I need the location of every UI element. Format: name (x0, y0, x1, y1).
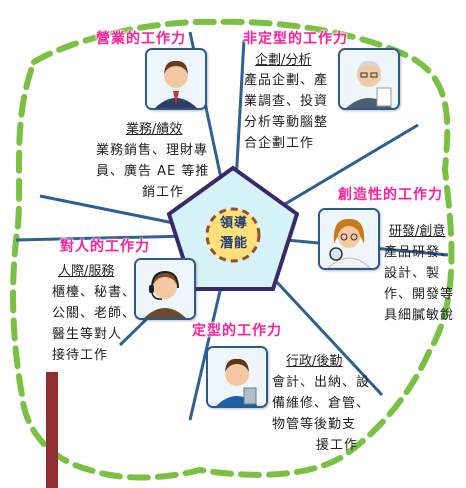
headset-operator-icon (134, 258, 196, 320)
body-line: 物管等後勤支 (272, 417, 357, 432)
body-line: 櫃檯、秘書、 (52, 285, 137, 300)
section-title: 定型的工作力 (192, 323, 282, 339)
section-body-routine: 會計、出納、設 備維修、倉管、 物管等後勤支 援工作 (272, 372, 380, 456)
center-line-1: 領導 (219, 216, 248, 231)
body-line: 員、廣告 AE 等推 (96, 164, 210, 179)
section-professional: 營業的工作力 (96, 28, 186, 48)
body-line: 作、開發等 (384, 287, 455, 302)
body-line: 公關、老師、 (52, 306, 137, 321)
female-researcher-icon (318, 208, 380, 270)
body-line: 產品研發、 (384, 245, 455, 260)
body-line: 會計、出納、設 (272, 375, 371, 390)
section-interpersonal: 對人的工作力 (60, 236, 150, 256)
section-title: 創造性的工作力 (338, 187, 443, 203)
body-line: 醫生等對人 (52, 327, 123, 342)
section-body-nonroutine: 產品企劃、產 業調查、投資 分析等動腦整 合企劃工作 (244, 70, 344, 154)
businessman-icon (145, 48, 207, 110)
body-line: 業調查、投資 (244, 94, 329, 109)
body-line: 分析等動腦整 (244, 115, 329, 130)
body-line: 接待工作 (52, 348, 109, 363)
section-routine: 定型的工作力 (192, 320, 282, 340)
body-line: 產品企劃、產 (244, 73, 329, 88)
section-subtitle-routine: 行政/後勤 (286, 354, 343, 369)
body-line: 設計、製 (384, 266, 441, 281)
section-subtitle-professional: 業務/績效 (126, 122, 183, 137)
section-creative: 創造性的工作力 (338, 184, 443, 204)
section-subtitle-interpersonal: 人際/服務 (58, 264, 115, 279)
section-body-professional: 業務銷售、理財專 員、廣告 AE 等推 銷工作 (96, 140, 246, 203)
body-line: 銷工作 (142, 185, 185, 200)
green-dashed-border (10, 18, 455, 481)
section-title: 營業的工作力 (96, 31, 186, 47)
section-subtitle-nonroutine: 企劃/分析 (255, 53, 312, 68)
body-line: 援工作 (316, 438, 359, 453)
section-nonroutine: 非定型的工作力 (243, 28, 348, 48)
body-line: 合企劃工作 (244, 136, 315, 151)
office-worker-icon (206, 346, 268, 408)
section-title: 對人的工作力 (60, 239, 150, 255)
section-body-interpersonal: 櫃檯、秘書、 公關、老師、 醫生等對人 接待工作 (52, 282, 142, 366)
section-body-creative: 產品研發、 設計、製 作、開發等 具細膩敏銳 (384, 242, 464, 326)
elderly-analyst-icon (338, 48, 400, 110)
body-line: 備維修、倉管、 (272, 396, 371, 411)
center-circle (205, 207, 261, 263)
body-line: 具細膩敏銳 (384, 308, 455, 323)
center-line-2: 潛能 (219, 236, 248, 251)
body-line: 業務銷售、理財專 (96, 143, 209, 158)
section-subtitle-creative: 研發/創意 (389, 224, 446, 239)
center-label: 領導 潛能 (210, 214, 258, 254)
red-pole (46, 372, 58, 488)
section-title: 非定型的工作力 (243, 31, 348, 47)
